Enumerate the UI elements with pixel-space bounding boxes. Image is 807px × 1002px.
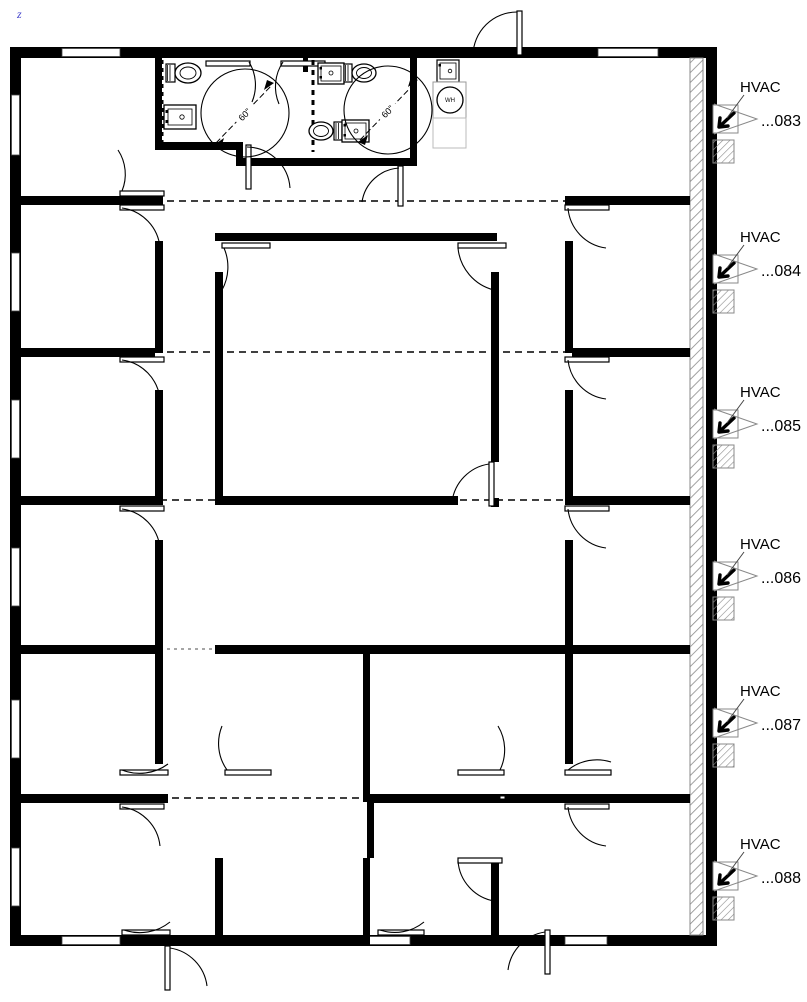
toilet-fixture-1 — [165, 62, 202, 84]
hvac-label-084: HVAC — [740, 229, 781, 246]
hvac-callout-084[interactable]: HVAC ...084 — [712, 229, 801, 314]
door-mid-r2 — [457, 725, 506, 776]
door-right-r1 — [564, 204, 610, 249]
sink-fixture-4 — [436, 59, 460, 83]
hvac-label-085: HVAC — [740, 384, 781, 401]
hvac-label-086: HVAC — [740, 536, 781, 553]
hvac-tag-088: ...088 — [761, 870, 801, 887]
door-core-topleft — [221, 242, 271, 291]
door-restroom-right — [245, 144, 291, 190]
hvac-callout-088[interactable]: HVAC ...088 — [712, 836, 801, 921]
hvac-tag-086: ...086 — [761, 570, 801, 587]
hvac-callout-083[interactable]: HVAC ...083 — [712, 79, 801, 164]
hvac-callout-085[interactable]: HVAC ...085 — [712, 384, 801, 469]
door-core-bottomright — [451, 461, 495, 507]
corner-mark-label: z — [17, 7, 22, 21]
turning-circle-2: 60" — [343, 65, 433, 155]
door-left-r1 — [117, 149, 165, 197]
door-mid-r1 — [218, 725, 272, 776]
toilet-fixture-3 — [308, 121, 343, 141]
hvac-tag-083: ...083 — [761, 113, 801, 130]
hvac-tag-085: ...085 — [761, 418, 801, 435]
sink-fixture-3 — [341, 119, 370, 143]
restroom-partitions — [160, 60, 315, 152]
door-right-r2 — [564, 356, 610, 400]
door-right-r4 — [564, 759, 612, 776]
exterior-windows — [11, 48, 659, 945]
turning-radius-circles: 60" 60" — [200, 65, 433, 158]
door-core-bottom-mid — [499, 795, 506, 800]
hvac-tag-084: ...084 — [761, 263, 801, 280]
water-heater-fixture: WH — [432, 81, 467, 119]
water-heater-label: WH — [445, 98, 455, 104]
door-right-r5 — [564, 803, 610, 847]
hvac-label-087: HVAC — [740, 683, 781, 700]
plumbing-fixtures: WH — [163, 59, 467, 149]
hvac-callout-086[interactable]: HVAC ...086 — [712, 536, 801, 621]
hvac-tag-087: ...087 — [761, 717, 801, 734]
hvac-label-083: HVAC — [740, 79, 781, 96]
door-restroom-lower — [361, 165, 404, 207]
toilet-fixture-2 — [343, 63, 377, 83]
door-left-r2 — [119, 204, 165, 249]
sink-fixture-2 — [317, 62, 345, 85]
door-left-r6 — [119, 803, 165, 847]
door-mid-lower — [457, 857, 503, 902]
turning-circle-1: 60" — [200, 68, 290, 158]
door-left-r5 — [119, 763, 169, 776]
sink-fixture-1 — [163, 104, 197, 130]
wall-chase-hatch — [689, 57, 704, 936]
door-exit-bottom-left — [164, 945, 208, 991]
door-right-bottom — [507, 929, 551, 975]
door-right-r3 — [564, 505, 610, 549]
door-left-r4 — [119, 505, 165, 549]
interior-walls — [21, 58, 690, 946]
door-mid-bottom-a — [377, 921, 425, 936]
doors — [117, 10, 612, 991]
hvac-callouts: HVAC ...083 HVAC ...084 HVAC — [712, 79, 801, 921]
door-entry-top — [472, 10, 523, 56]
door-left-r3 — [119, 356, 165, 400]
door-restroom-left — [205, 60, 256, 103]
door-left-r7 — [121, 921, 171, 936]
door-core-topright — [457, 242, 507, 291]
hvac-callout-087[interactable]: HVAC ...087 — [712, 683, 801, 768]
hvac-label-088: HVAC — [740, 836, 781, 853]
